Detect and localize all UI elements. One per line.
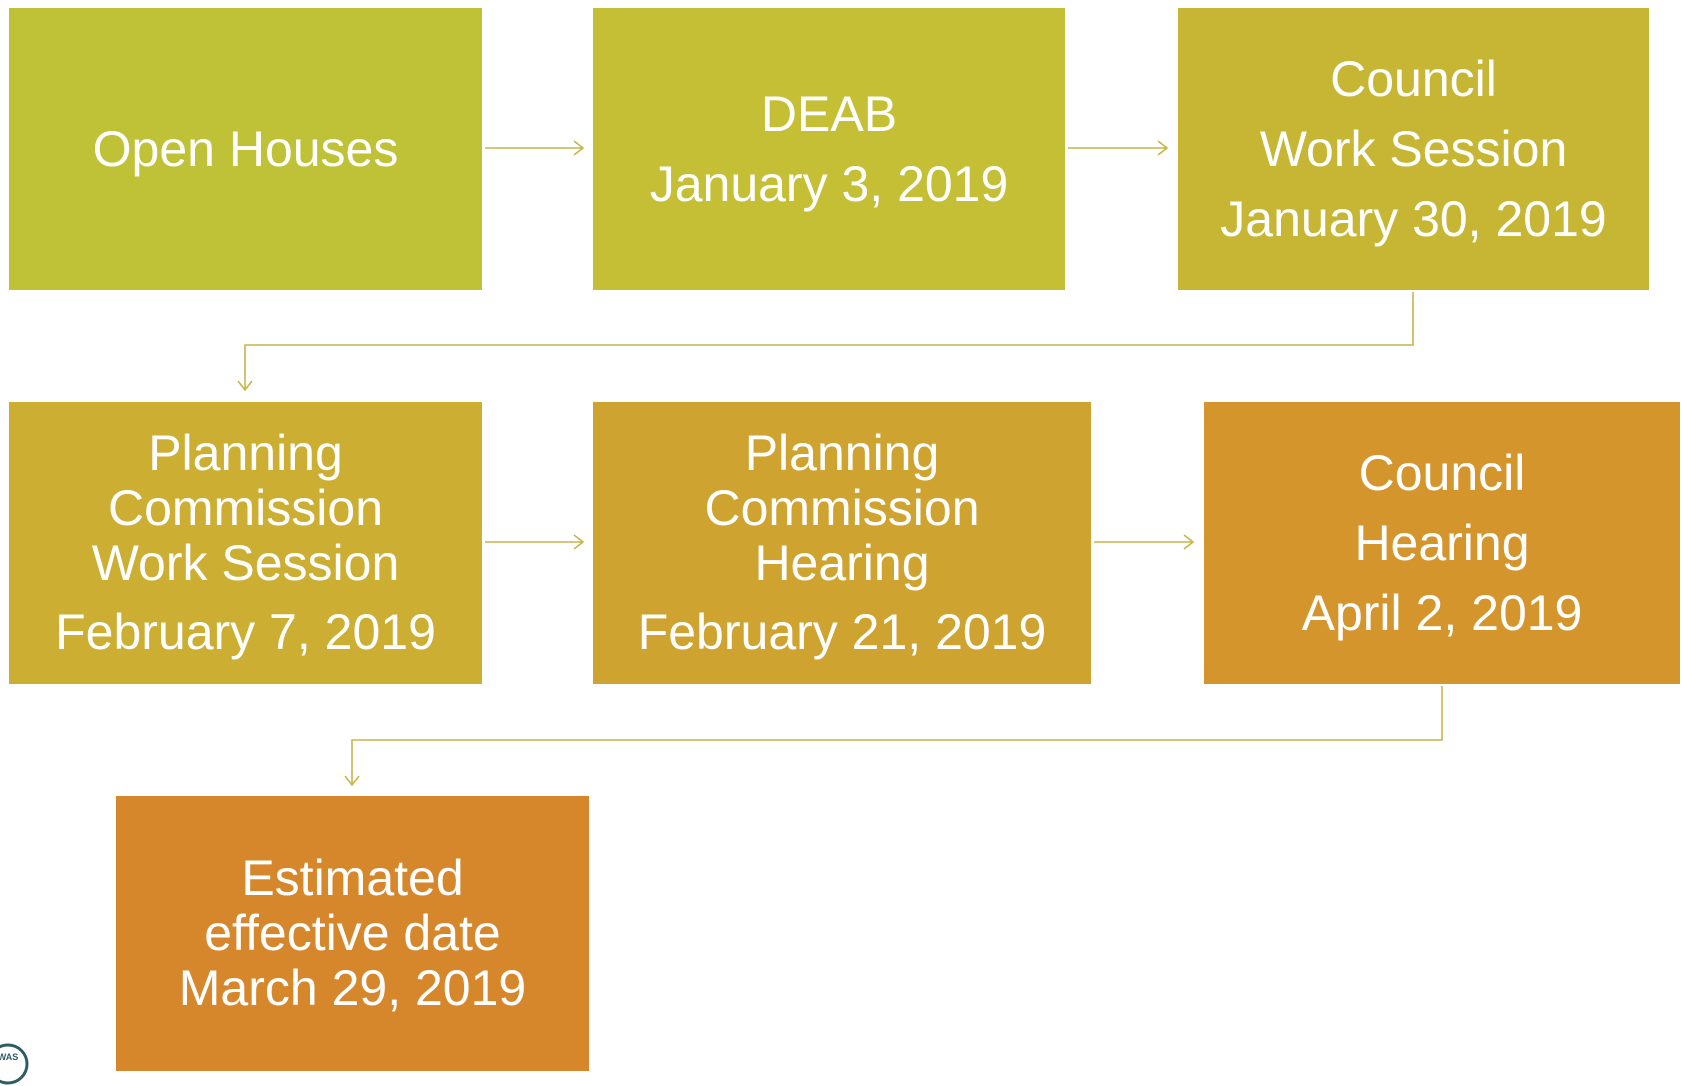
step-deab-date: January 3, 2019 xyxy=(649,156,1009,212)
step-pc-hearing-date: February 21, 2019 xyxy=(637,604,1047,660)
step-council-hearing: Council Hearing April 2, 2019 xyxy=(1204,402,1680,684)
step-deab: DEAB January 3, 2019 xyxy=(593,8,1065,290)
step-council-work-session-date: January 30, 2019 xyxy=(1220,191,1607,247)
step-effective-date-date: March 29, 2019 xyxy=(178,960,527,1016)
step-pc-work-session-line3: Work Session xyxy=(91,535,400,591)
step-effective-date-line1: Estimated xyxy=(241,850,464,906)
arrow-deab-to-council-work-session xyxy=(1068,140,1169,156)
step-council-hearing-date: April 2, 2019 xyxy=(1301,585,1583,641)
step-pc-work-session-line2: Commission xyxy=(107,480,384,536)
step-pc-hearing-line2: Commission xyxy=(704,480,980,536)
step-council-hearing-line2: Hearing xyxy=(1354,515,1530,571)
city-seal-logo: WAS xyxy=(0,1043,29,1085)
arrow-pc-hearing-to-council-hearing xyxy=(1094,534,1195,550)
step-deab-title: DEAB xyxy=(760,86,898,142)
step-pc-hearing-line1: Planning xyxy=(744,425,940,481)
step-estimated-effective-date: Estimated effective date March 29, 2019 xyxy=(116,796,589,1071)
step-pc-work-session-date: February 7, 2019 xyxy=(55,604,436,660)
step-planning-commission-hearing: Planning Commission Hearing February 21,… xyxy=(593,402,1091,684)
step-open-houses: Open Houses xyxy=(9,8,482,290)
arrow-pc-work-session-to-pc-hearing xyxy=(485,534,585,550)
step-council-work-session-line1: Council xyxy=(1330,51,1497,107)
step-open-houses-label: Open Houses xyxy=(92,121,399,177)
arrow-council-hearing-to-effective-date xyxy=(344,686,1443,787)
step-pc-hearing-line3: Hearing xyxy=(754,535,930,591)
step-planning-commission-work-session: Planning Commission Work Session Februar… xyxy=(9,402,482,684)
step-council-work-session-line2: Work Session xyxy=(1259,121,1568,177)
arrow-council-work-session-to-pc-work-session xyxy=(237,292,1414,392)
arrow-open-houses-to-deab xyxy=(485,140,585,156)
seal-text: WAS xyxy=(0,1052,18,1062)
step-effective-date-line2: effective date xyxy=(204,905,501,961)
step-council-hearing-line1: Council xyxy=(1358,445,1526,501)
step-pc-work-session-line1: Planning xyxy=(148,425,343,481)
step-council-work-session: Council Work Session January 30, 2019 xyxy=(1178,8,1649,290)
